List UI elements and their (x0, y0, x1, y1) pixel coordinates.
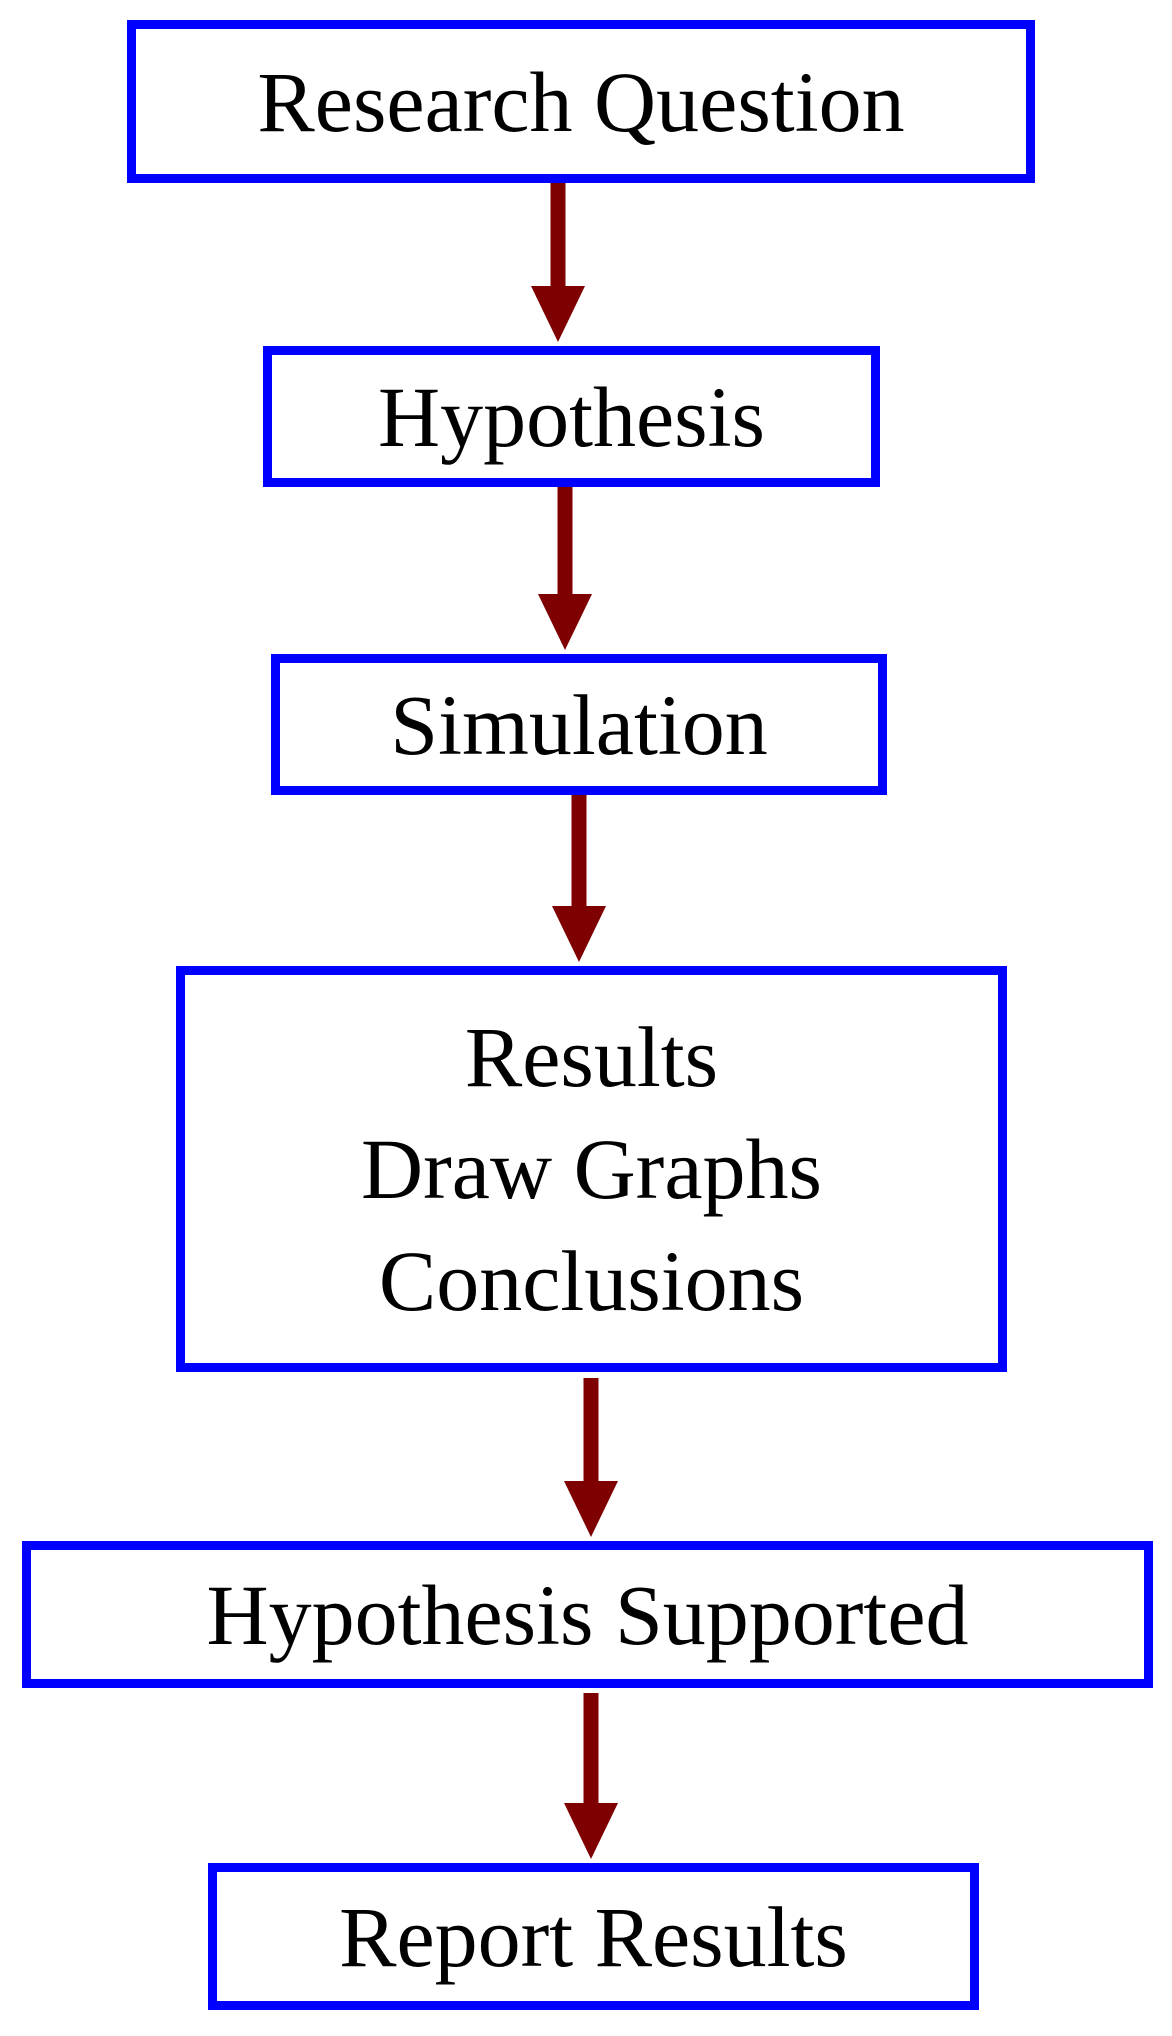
node-label: Report Results (339, 1888, 848, 1985)
node-label: Research Question (257, 53, 905, 150)
node-hypothesis-supported: Hypothesis Supported (22, 1541, 1153, 1688)
node-report-results: Report Results (208, 1863, 979, 2010)
node-simulation: Simulation (271, 654, 887, 795)
edge-hypothesis-to-simulation (538, 482, 592, 650)
edge-research-question-to-hypothesis (531, 178, 585, 342)
node-label-line-3: Conclusions (378, 1233, 805, 1329)
node-label: Hypothesis Supported (206, 1566, 969, 1663)
node-label: Simulation (390, 676, 768, 773)
arrowhead-icon (531, 286, 585, 342)
edge-simulation-to-results (552, 790, 606, 962)
arrowhead-icon (564, 1803, 618, 1859)
arrowhead-icon (538, 594, 592, 650)
node-hypothesis: Hypothesis (263, 346, 880, 487)
edge-results-to-hypothesis-supported (564, 1378, 618, 1537)
node-research-question: Research Question (127, 20, 1035, 183)
edge-hypothesis-supported-to-report-results (564, 1693, 618, 1859)
arrowhead-icon (552, 906, 606, 962)
arrowhead-icon (564, 1481, 618, 1537)
node-label: Hypothesis (378, 368, 765, 465)
node-label-line-2: Draw Graphs (361, 1121, 822, 1217)
node-results: Results Draw Graphs Conclusions (176, 966, 1007, 1372)
node-label-line-1: Results (464, 1009, 719, 1105)
